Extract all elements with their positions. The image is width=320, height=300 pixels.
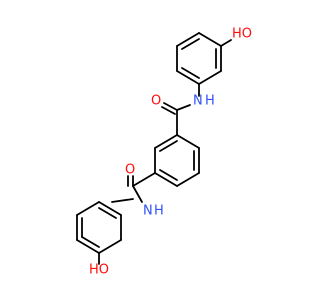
carbonyl-double-bond-upper-b xyxy=(161,106,176,115)
chemical-structure-diagram: HO N H O O N H HO xyxy=(76,27,252,278)
n-ring-bond-lower xyxy=(111,198,134,203)
bottom-phenol-ring xyxy=(76,201,122,254)
carbonyl-double-bond-upper-a xyxy=(163,102,178,111)
amide-hydrogen-label-lower: H xyxy=(154,204,164,219)
n-carbonyl-bond-top xyxy=(176,104,191,111)
carbonyl-ring-bond-lower xyxy=(132,172,156,187)
carbonyl-oxygen-label-upper: O xyxy=(151,94,161,109)
amide-hydrogen-label-upper: H xyxy=(205,94,215,109)
hydroxyl-label-bottom: HO xyxy=(89,263,109,278)
c-o-bond-top xyxy=(220,39,232,47)
central-benzene-ring xyxy=(154,134,200,187)
n-carbonyl-bond-lower xyxy=(132,185,143,203)
hydroxyl-label-top: HO xyxy=(232,27,252,42)
carbonyl-oxygen-label-lower: O xyxy=(125,163,135,178)
amide-nitrogen-label-upper: N xyxy=(193,94,203,109)
amide-nitrogen-label-lower: N xyxy=(143,204,153,219)
top-phenol-ring xyxy=(176,32,222,85)
